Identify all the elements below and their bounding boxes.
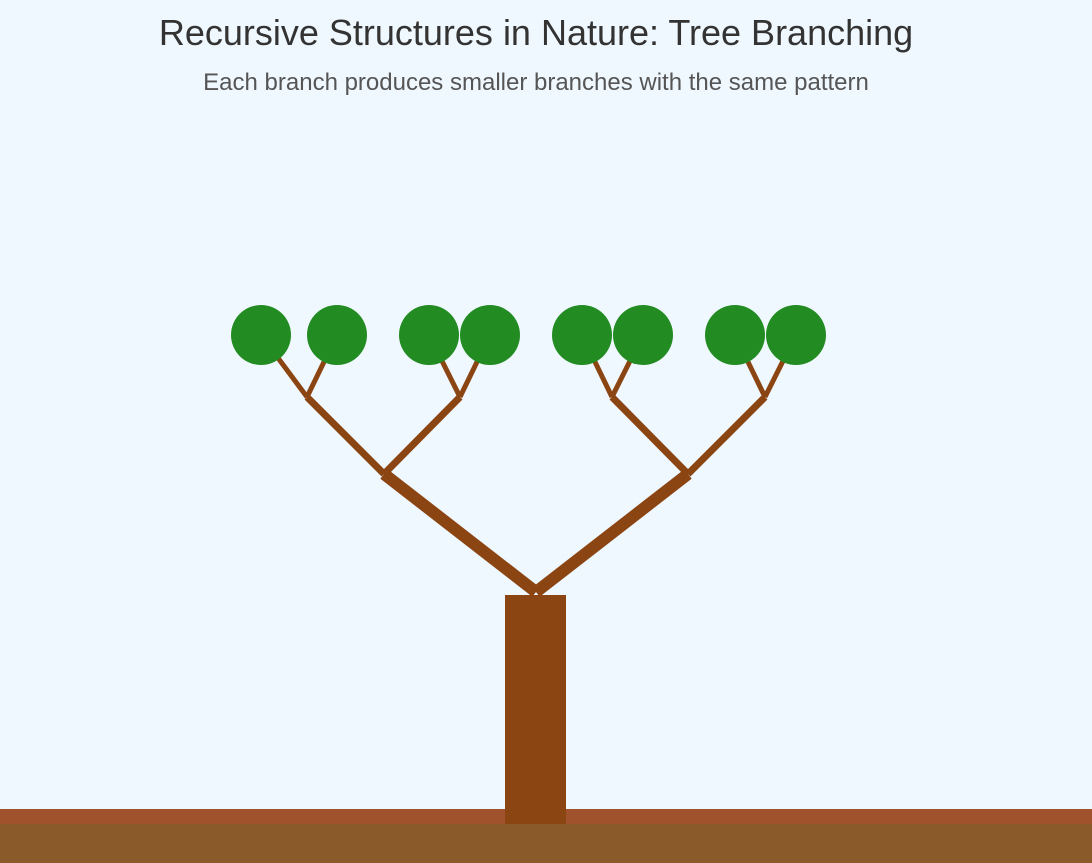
leaf bbox=[307, 305, 367, 365]
leaf bbox=[399, 305, 459, 365]
branch-level-3 bbox=[271, 350, 310, 399]
branch-level-2 bbox=[685, 394, 768, 477]
branch-level-2 bbox=[381, 394, 463, 477]
leaf bbox=[613, 305, 673, 365]
leaf bbox=[460, 305, 520, 365]
leaf bbox=[766, 305, 826, 365]
trunk bbox=[505, 595, 566, 824]
branch-level-1 bbox=[380, 469, 540, 597]
branch-level-2 bbox=[304, 394, 387, 477]
page-subtitle: Each branch produces smaller branches wi… bbox=[203, 69, 869, 96]
branch-level-1 bbox=[532, 469, 692, 597]
leaf bbox=[705, 305, 765, 365]
page-title: Recursive Structures in Nature: Tree Bra… bbox=[158, 12, 914, 53]
leaf bbox=[231, 305, 291, 365]
soil bbox=[0, 824, 1092, 863]
leaf bbox=[552, 305, 612, 365]
branch-level-2 bbox=[609, 394, 691, 477]
